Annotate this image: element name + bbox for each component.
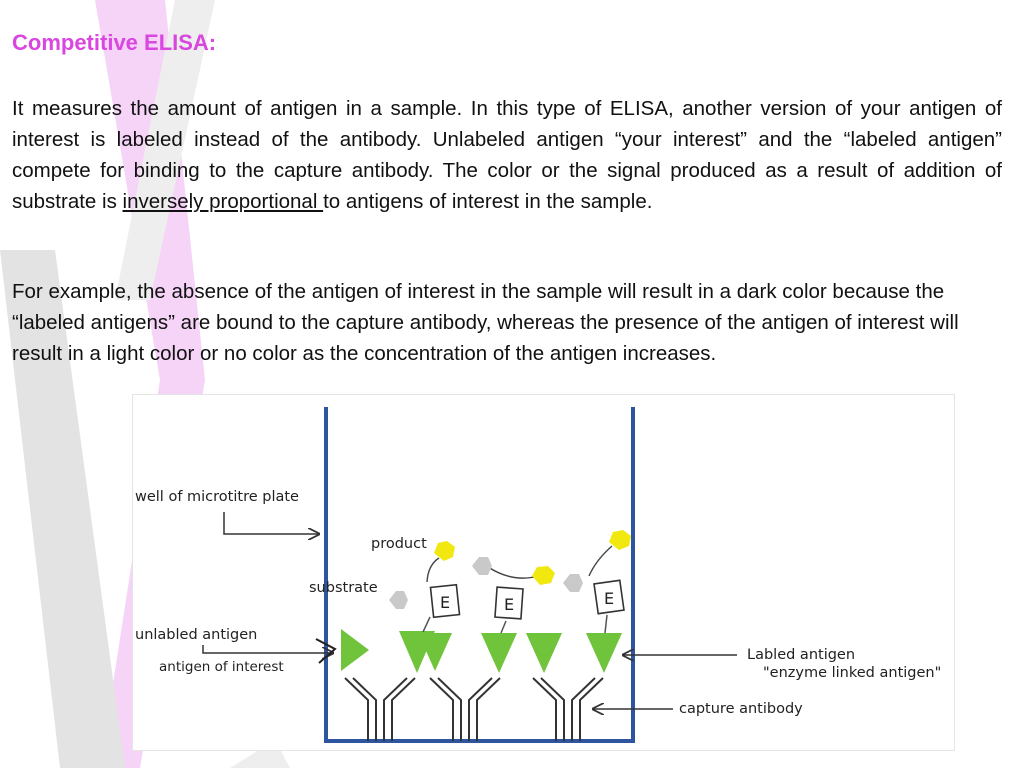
capture-antibody [429, 677, 501, 741]
capture-antibody [532, 677, 604, 741]
page-title: Competitive ELISA: [12, 30, 217, 55]
product-molecule [532, 566, 555, 585]
labeled-antigen-label: Labled antigen [747, 647, 855, 663]
product-molecule [609, 530, 631, 550]
enzyme: E [429, 583, 461, 619]
well-label: well of microtitre plate [135, 489, 299, 505]
substrate-molecule [563, 574, 583, 592]
labeled-antigen [418, 633, 452, 671]
svg-text:E: E [504, 595, 514, 614]
product-molecule [434, 541, 455, 561]
capture-antibody [344, 677, 416, 741]
product-label: product [371, 536, 427, 552]
inversely-proportional-text: inversely proportional [122, 190, 324, 213]
substrate-label: substrate [309, 580, 378, 596]
pink-stripe [95, 0, 205, 768]
intro-text: It measures the amount of antigen in a s… [12, 97, 1002, 213]
substrate-molecule [472, 557, 492, 575]
intro-text-end: to antigens of interest in the sample. [323, 190, 653, 213]
example-paragraph: For example, the absence of the antigen … [12, 280, 959, 365]
competitive-elisa-diagram: E E E well of microtitre plate product s… [132, 394, 955, 751]
enzyme: E [494, 586, 524, 620]
intro-paragraph: It measures the amount of antigen in a s… [12, 93, 1002, 217]
gray-stripe [0, 250, 125, 768]
microtitre-well [324, 407, 635, 743]
labeled-antigen [481, 633, 517, 673]
labeled-antigen [586, 633, 622, 673]
antigen-of-interest-label: antigen of interest [159, 659, 284, 675]
svg-text:E: E [440, 593, 450, 612]
labeled-antigen [526, 633, 562, 673]
unlabeled-antigen [341, 629, 369, 671]
capture-antibody-label: capture antibody [679, 701, 803, 717]
enzyme: E [593, 579, 625, 615]
unlabeled-antigen-label: unlabled antigen [135, 627, 257, 643]
svg-text:E: E [604, 589, 614, 608]
gray-stripe-top [115, 0, 215, 300]
enzyme-linked-antigen-label: "enzyme linked antigen" [763, 665, 941, 681]
substrate-molecule [389, 591, 408, 609]
